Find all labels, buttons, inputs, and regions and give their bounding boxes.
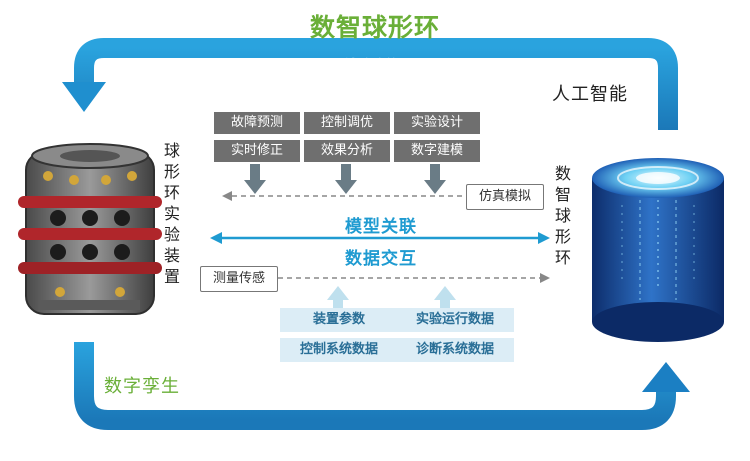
top-box-realtime-correction: 实时修正 (214, 140, 300, 162)
top-box-experiment-design: 实验设计 (394, 112, 480, 134)
data-interaction-label: 数据交互 (345, 249, 417, 269)
up-arrows (327, 286, 456, 308)
digital-device-label: 数智球形环 (554, 164, 571, 267)
bottom-box-diagnostic-system-data: 诊断系统数据 (396, 338, 514, 362)
bottom-box-experiment-run-data: 实验运行数据 (396, 308, 514, 332)
model-link-label: 模型关联 (345, 217, 417, 237)
simulation-box: 仿真模拟 (466, 184, 544, 210)
digital-twin-label: 数字孪生 (104, 376, 180, 397)
down-arrows (244, 164, 446, 194)
top-box-fault-prediction: 故障预测 (214, 112, 300, 134)
physical-device-image (18, 143, 162, 315)
ai-label: 人工智能 (552, 84, 628, 105)
bottom-box-control-system-data: 控制系统数据 (280, 338, 398, 362)
feedback-arrow (74, 38, 678, 130)
physical-device-label: 球形环实验装置 (163, 141, 180, 286)
diagram-title: 数智球形环 (309, 13, 440, 42)
bottom-box-device-params: 装置参数 (280, 308, 398, 332)
feedback-arrowhead (62, 82, 106, 112)
digital-device-image (592, 158, 724, 342)
top-arrow-label: 辅助决策 (343, 58, 400, 73)
top-box-effect-analysis: 效果分析 (304, 140, 390, 162)
top-box-digital-modeling: 数字建模 (394, 140, 480, 162)
top-box-control-tuning: 控制调优 (304, 112, 390, 134)
forward-arrowhead (642, 362, 690, 392)
measurement-box: 测量传感 (200, 266, 278, 292)
forward-arrow (74, 342, 676, 430)
